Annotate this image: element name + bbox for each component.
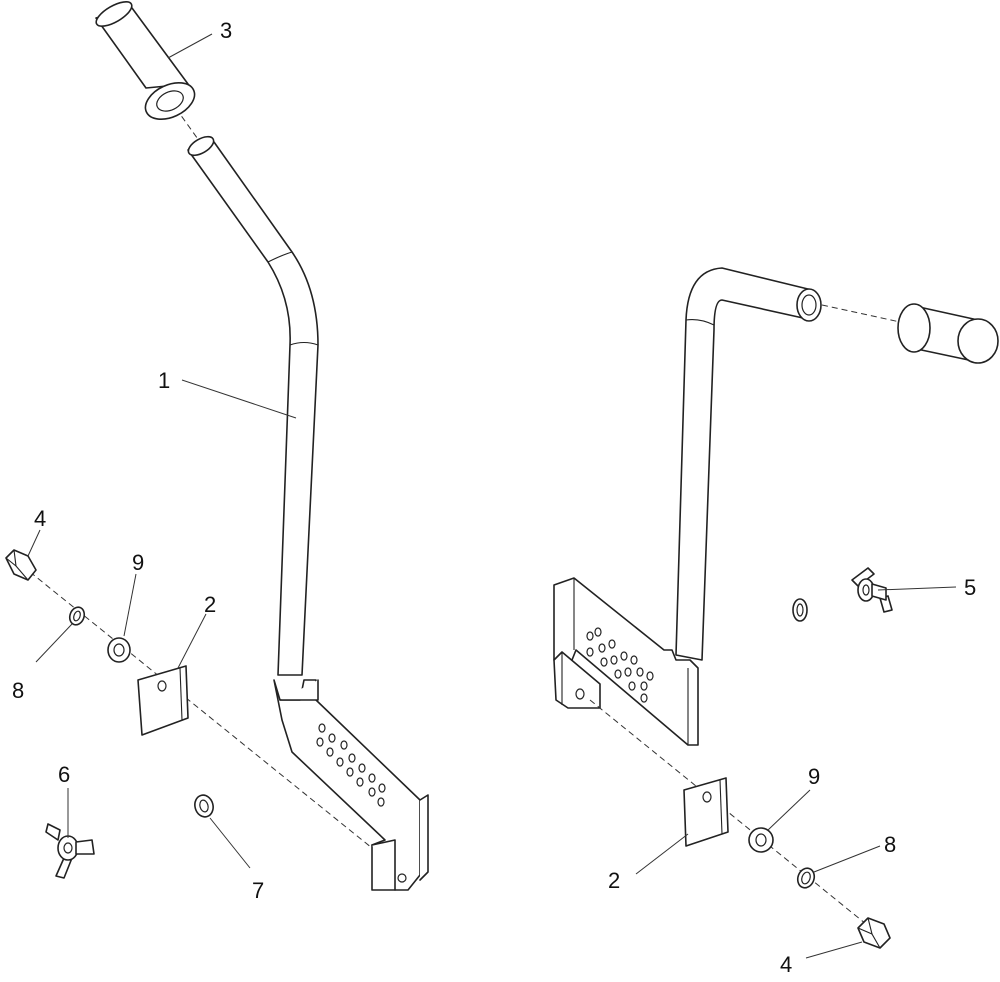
- callout-4-left: 4: [34, 506, 46, 531]
- leader-line-2a: [177, 613, 207, 669]
- flat-washer-right: [748, 827, 774, 853]
- handle-grip-left: [95, 1, 196, 120]
- leader-line-1: [181, 379, 297, 419]
- base-plate-left-holes: [316, 723, 386, 807]
- callout-2-right: 2: [608, 868, 620, 893]
- wing-nut-left: [45, 823, 95, 879]
- washer-right-upper: [792, 598, 808, 622]
- callout-3: 3: [220, 18, 232, 43]
- handle-tube-left: [187, 135, 319, 676]
- handle-tube-right: [675, 267, 822, 661]
- leader-line-9a: [123, 573, 137, 637]
- washer-item-7: [194, 794, 214, 818]
- bracket-plate-right: [683, 777, 729, 847]
- base-plate-left: [273, 679, 429, 891]
- leader-line-9b: [767, 789, 811, 831]
- callout-7: 7: [252, 878, 264, 903]
- leader-line-5: [877, 586, 957, 591]
- axis-line-bolt-left: [29, 571, 373, 849]
- callout-4-right: 4: [780, 952, 792, 977]
- leader-line-4a: [27, 529, 41, 557]
- axis-line-grip-left: [169, 99, 201, 143]
- base-plate-right-holes: [586, 627, 654, 703]
- bracket-plate-left: [137, 665, 189, 736]
- leader-line-7: [209, 817, 251, 869]
- axis-line-grip-right: [821, 304, 901, 323]
- callout-6: 6: [58, 762, 70, 787]
- wing-nut-right: [851, 567, 893, 613]
- callout-9-left: 9: [132, 550, 144, 575]
- leader-line-8a: [35, 623, 73, 663]
- hex-bolt-left: [5, 549, 37, 581]
- callout-5: 5: [964, 575, 976, 600]
- leader-line-3: [167, 33, 213, 59]
- hex-bolt-right: [857, 917, 891, 949]
- leader-line-8b: [813, 845, 881, 873]
- lock-washer-right: [796, 867, 816, 889]
- lock-washer-left: [68, 606, 86, 626]
- callout-2-left: 2: [204, 592, 216, 617]
- handle-grip-right: [897, 303, 999, 364]
- callout-8-left: 8: [12, 678, 24, 703]
- leader-line-2b: [635, 833, 689, 875]
- base-plate-right: [553, 577, 699, 746]
- flat-washer-left: [107, 637, 131, 663]
- callout-8-right: 8: [884, 832, 896, 857]
- callout-1: 1: [158, 368, 170, 393]
- leader-line-4b: [805, 941, 863, 959]
- callout-9-right: 9: [808, 764, 820, 789]
